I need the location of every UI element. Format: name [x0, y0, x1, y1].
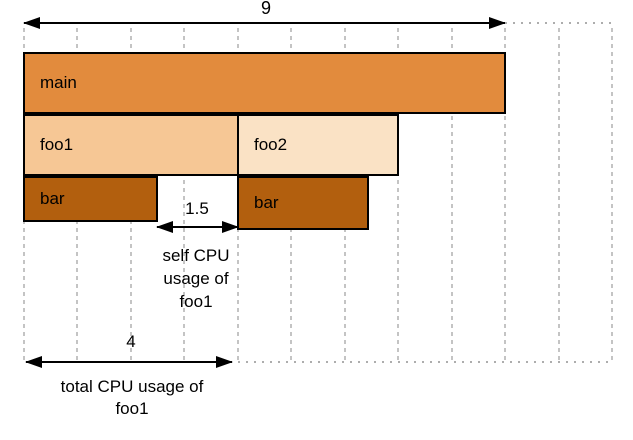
grid-line — [611, 28, 613, 360]
frame-label: main — [40, 73, 77, 92]
grid-line — [450, 28, 453, 360]
frame-bar-right: bar — [237, 176, 369, 230]
frame-foo2: foo2 — [237, 114, 399, 176]
frame-label: bar — [40, 189, 65, 208]
frame-label: foo1 — [40, 135, 74, 154]
frame-label: foo2 — [254, 135, 288, 154]
self-usage-value: 1.5 — [185, 199, 209, 218]
dotted-extension-bottom — [238, 361, 613, 363]
frame-main: main — [23, 52, 506, 114]
grid-line — [183, 28, 185, 360]
total-usage-caption: total CPU usage of foo1 — [60, 377, 204, 418]
frame-foo1: foo1 — [23, 114, 239, 176]
frame-bar-left: bar — [23, 176, 158, 222]
total-width-value: 9 — [260, 0, 272, 18]
grid-line — [504, 28, 506, 360]
grid-line — [557, 28, 560, 360]
total-width-arrow — [23, 17, 506, 29]
frame-label: bar — [254, 193, 279, 212]
total-usage-value: 4 — [126, 332, 136, 351]
total-usage-arrow — [25, 356, 233, 368]
self-usage-caption: self CPU usage of foo1 — [162, 246, 230, 311]
dotted-extension-top — [505, 22, 613, 24]
grid-line — [397, 28, 399, 360]
self-usage-arrow — [156, 221, 239, 233]
